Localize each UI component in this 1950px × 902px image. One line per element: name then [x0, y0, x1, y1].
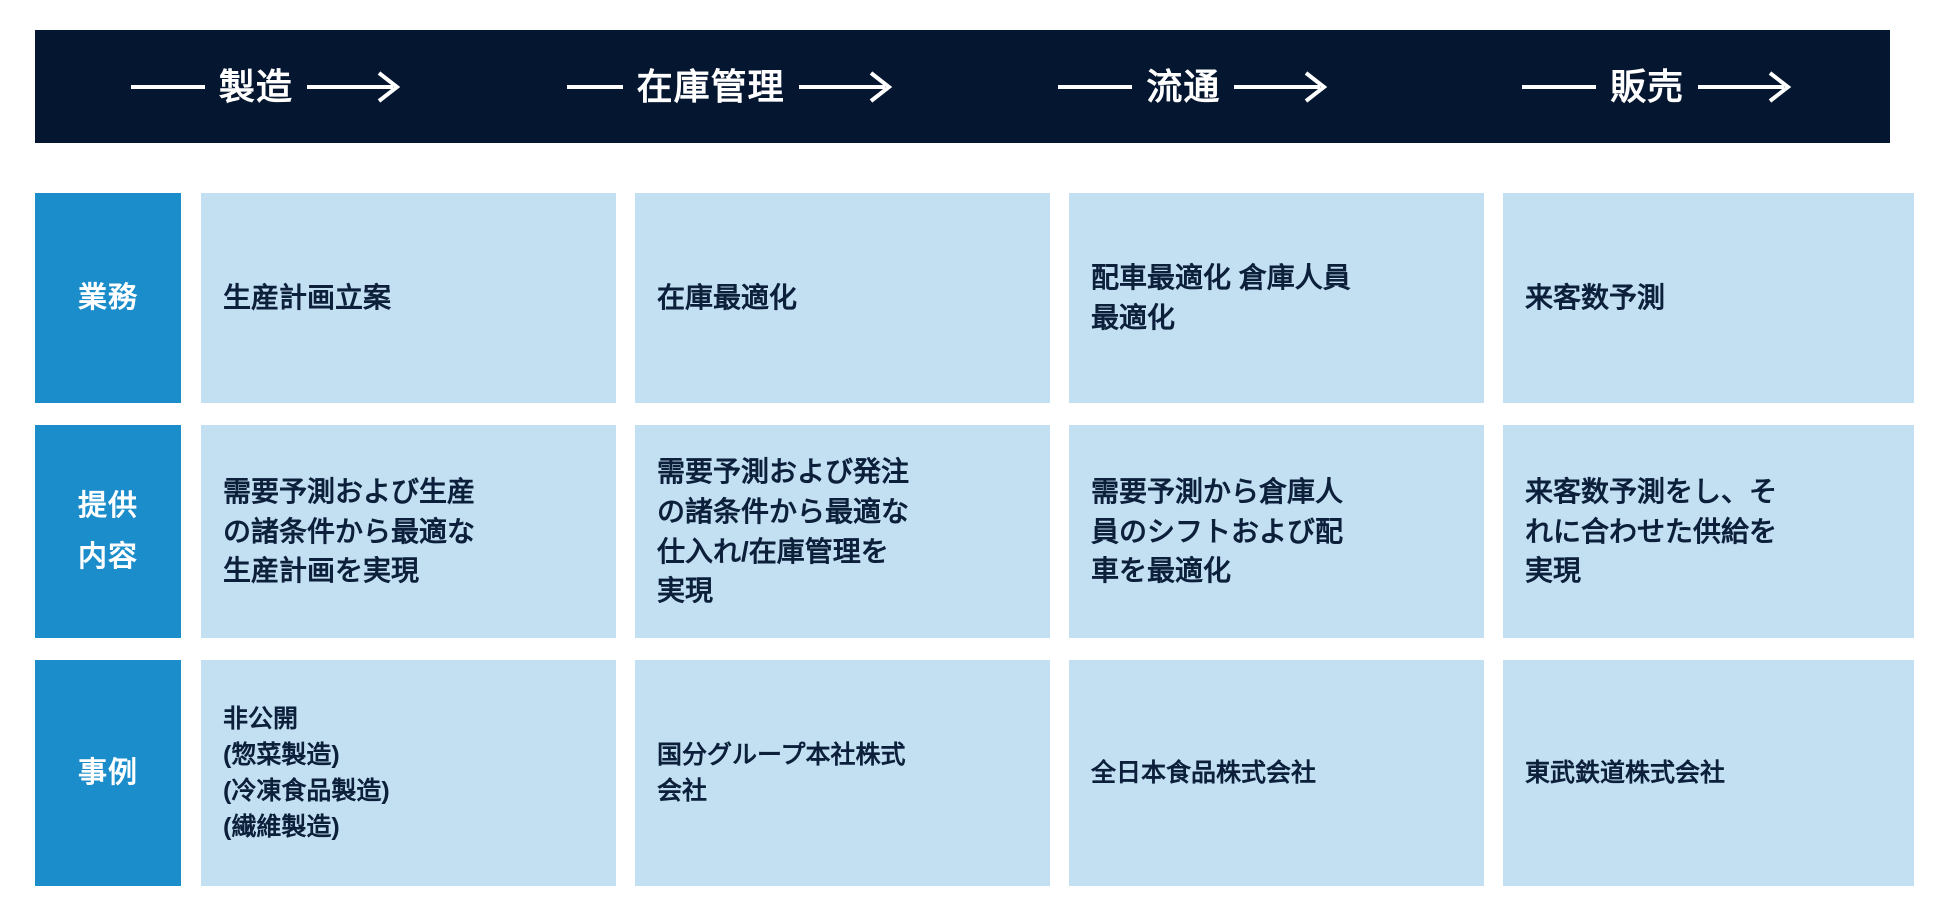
matrix-row-operations: 業務 生産計画立案 在庫最適化 配車最適化 倉庫人員 最適化 来客数予測 — [35, 193, 1914, 403]
flow-line-left-icon — [1522, 84, 1597, 89]
cell-text: 国分グループ本社株式 会社 — [657, 740, 906, 805]
cell-case-distribution: 全日本食品株式会社 — [1069, 660, 1484, 886]
flow-line-left-icon — [130, 84, 205, 89]
cell-text: 需要予測および生産 の諸条件から最適な 生産計画を実現 — [223, 475, 476, 587]
row-label-line: 内容 — [77, 540, 138, 573]
process-flow-header: 製造 在庫管理 流通 — [35, 30, 1890, 143]
flow-stage-sales: 販売 — [1426, 65, 1890, 107]
flow-stage-label: 販売 — [1610, 65, 1685, 107]
cell-text: 需要予測および発注 の諸条件から最適な 仕入れ/在庫管理を 実現 — [657, 456, 910, 607]
flow-line-left-icon — [1058, 84, 1133, 89]
row-label-offerings: 提供 内容 — [35, 425, 181, 638]
cell-offerings-manufacturing: 需要予測および生産 の諸条件から最適な 生産計画を実現 — [201, 425, 616, 638]
row-label-line: 提供 — [77, 489, 138, 522]
cell-case-manufacturing: 非公開 (惣菜製造) (冷凍食品製造) (繊維製造) — [201, 660, 616, 886]
row-cells: 非公開 (惣菜製造) (冷凍食品製造) (繊維製造) 国分グループ本社株式 会社… — [201, 660, 1914, 886]
arrow-right-icon — [798, 70, 895, 104]
cell-text: 非公開 (惣菜製造) (冷凍食品製造) (繊維製造) — [223, 704, 390, 842]
cell-offerings-distribution: 需要予測から倉庫人 員のシフトおよび配 車を最適化 — [1069, 425, 1484, 638]
flow-stage-distribution: 流通 — [963, 65, 1427, 107]
row-label-line: 事例 — [77, 756, 138, 789]
cell-operations-sales: 来客数予測 — [1503, 193, 1914, 403]
row-label-operations: 業務 — [35, 193, 181, 403]
row-label-case-studies: 事例 — [35, 660, 181, 886]
cell-case-inventory: 国分グループ本社株式 会社 — [635, 660, 1050, 886]
flow-stage-label: 流通 — [1146, 65, 1221, 107]
cell-text: 来客数予測をし、そ れに合わせた供給を 実現 — [1525, 475, 1778, 587]
flow-line-left-icon — [566, 84, 623, 89]
cell-text: 配車最適化 倉庫人員 最適化 — [1091, 262, 1351, 333]
cell-operations-distribution: 配車最適化 倉庫人員 最適化 — [1069, 193, 1484, 403]
cell-text: 需要予測から倉庫人 員のシフトおよび配 車を最適化 — [1091, 475, 1344, 587]
cell-operations-inventory: 在庫最適化 — [635, 193, 1050, 403]
flow-stage-inventory-management: 在庫管理 — [499, 65, 963, 107]
cell-offerings-inventory: 需要予測および発注 の諸条件から最適な 仕入れ/在庫管理を 実現 — [635, 425, 1050, 638]
arrow-right-icon — [1234, 70, 1330, 104]
matrix-row-case-studies: 事例 非公開 (惣菜製造) (冷凍食品製造) (繊維製造) 国分グループ本社株式… — [35, 660, 1914, 886]
row-label-line: 業務 — [77, 281, 138, 314]
flow-stage-manufacturing: 製造 — [35, 65, 499, 107]
cell-text: 東武鉄道株式会社 — [1525, 758, 1726, 787]
flow-stage-label: 在庫管理 — [636, 65, 785, 107]
matrix-row-offerings: 提供 内容 需要予測および生産 の諸条件から最適な 生産計画を実現 需要予測およ… — [35, 425, 1914, 638]
flow-stage-label: 製造 — [218, 65, 293, 107]
cell-offerings-sales: 来客数予測をし、そ れに合わせた供給を 実現 — [1503, 425, 1914, 638]
matrix-grid: 業務 生産計画立案 在庫最適化 配車最適化 倉庫人員 最適化 来客数予測 — [35, 193, 1914, 886]
row-cells: 需要予測および生産 の諸条件から最適な 生産計画を実現 需要予測および発注 の諸… — [201, 425, 1914, 638]
arrow-right-icon — [306, 70, 403, 104]
arrow-right-icon — [1698, 70, 1794, 104]
cell-text: 全日本食品株式会社 — [1091, 758, 1317, 787]
row-cells: 生産計画立案 在庫最適化 配車最適化 倉庫人員 最適化 来客数予測 — [201, 193, 1914, 403]
cell-operations-manufacturing: 生産計画立案 — [201, 193, 616, 403]
cell-text: 来客数予測 — [1525, 282, 1666, 314]
cell-case-sales: 東武鉄道株式会社 — [1503, 660, 1914, 886]
cell-text: 在庫最適化 — [657, 282, 798, 314]
cell-text: 生産計画立案 — [223, 282, 392, 314]
